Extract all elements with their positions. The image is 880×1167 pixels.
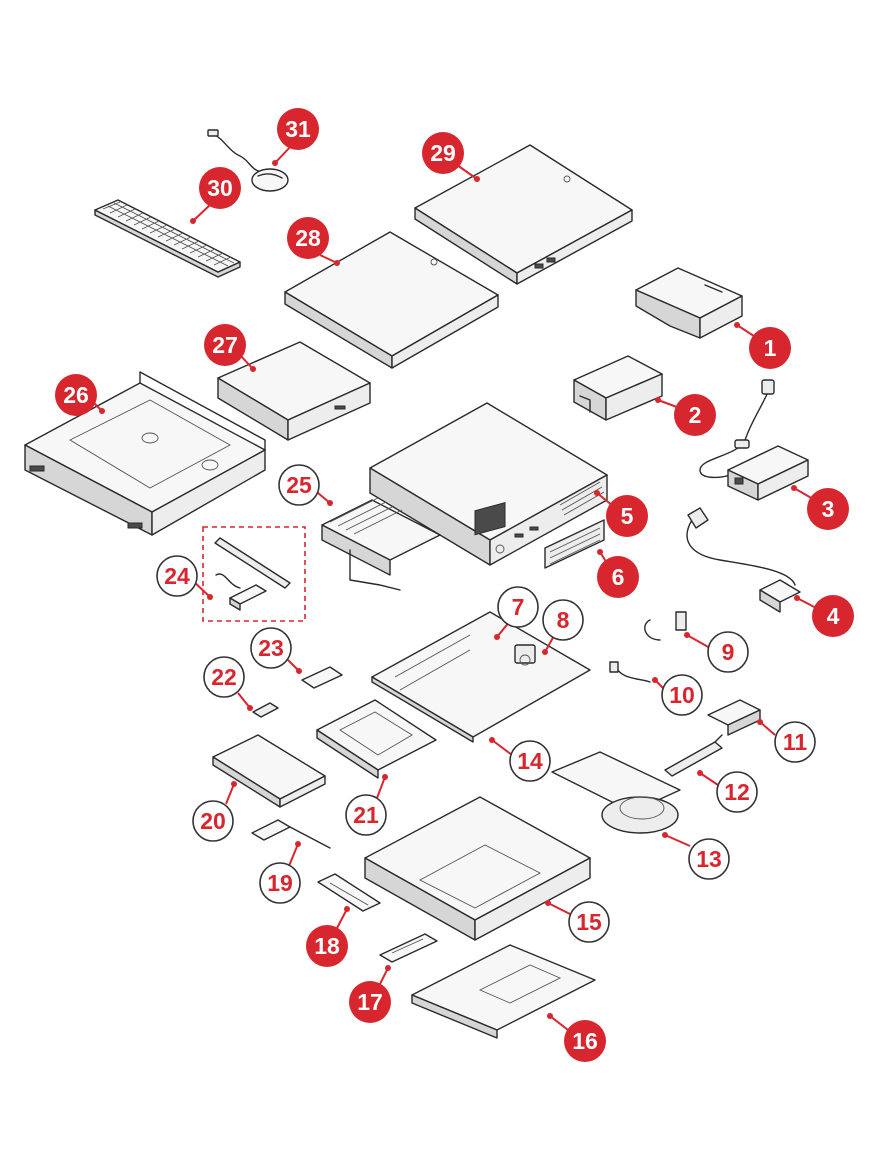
svg-text:12: 12 xyxy=(724,779,750,805)
callout-13: 13 xyxy=(688,838,730,880)
storage-drive-bracket-part xyxy=(316,699,437,779)
callout-12: 12 xyxy=(716,771,758,813)
callout-17: 17 xyxy=(349,981,391,1023)
callout-2: 2 xyxy=(674,394,716,436)
keyboard-part xyxy=(94,199,241,278)
callout-24: 24 xyxy=(156,555,198,597)
bracket-12-part xyxy=(664,734,723,777)
svg-text:28: 28 xyxy=(295,225,321,251)
power-adapter-bracket-part xyxy=(573,355,663,421)
callout-30: 30 xyxy=(199,167,241,209)
callout-15: 15 xyxy=(568,901,610,943)
callout-1: 1 xyxy=(749,327,791,369)
svg-text:20: 20 xyxy=(200,808,226,834)
computer-unit-part xyxy=(369,402,608,566)
svg-text:9: 9 xyxy=(722,639,735,665)
callout-21: 21 xyxy=(345,794,387,836)
callout-19: 19 xyxy=(259,862,301,904)
callout-badges: 1 2 3 4 5 6 7 8 9 10 11 12 13 14 15 16 1… xyxy=(55,108,854,1062)
dust-shield-part xyxy=(544,519,605,569)
svg-text:2: 2 xyxy=(689,402,702,428)
callout-9: 9 xyxy=(707,631,749,673)
svg-text:29: 29 xyxy=(430,140,456,166)
callout-31: 31 xyxy=(277,108,319,150)
cable-9-part xyxy=(644,611,687,641)
callout-20: 20 xyxy=(192,800,234,842)
callout-5: 5 xyxy=(606,495,648,537)
svg-text:14: 14 xyxy=(517,748,543,774)
callout-27: 27 xyxy=(204,324,246,366)
wifi-card-part xyxy=(301,666,343,689)
callout-28: 28 xyxy=(287,217,329,259)
svg-text:1: 1 xyxy=(764,335,777,361)
svg-text:31: 31 xyxy=(285,116,311,142)
bottom-cover-part xyxy=(411,944,596,1039)
system-fan-part xyxy=(551,751,681,834)
callout-11: 11 xyxy=(774,721,816,763)
svg-text:4: 4 xyxy=(827,603,840,629)
cable-10-part xyxy=(609,661,651,683)
svg-text:7: 7 xyxy=(512,594,525,620)
svg-text:17: 17 xyxy=(357,989,383,1015)
vertical-stand-part xyxy=(635,267,743,339)
drive-cable-part xyxy=(251,819,331,849)
svg-text:23: 23 xyxy=(258,635,284,661)
callout-3: 3 xyxy=(807,488,849,530)
power-adapter-part xyxy=(699,379,809,501)
callout-6: 6 xyxy=(597,556,639,598)
svg-text:16: 16 xyxy=(572,1028,598,1054)
power-cord-part xyxy=(686,507,801,613)
callout-23: 23 xyxy=(250,627,292,669)
storage-drive-part xyxy=(212,734,326,808)
computer-cover-b-part xyxy=(414,144,633,285)
m2-ssd-part xyxy=(317,873,381,912)
svg-text:11: 11 xyxy=(783,729,808,755)
callout-26: 26 xyxy=(55,374,97,416)
svg-text:8: 8 xyxy=(557,607,570,633)
svg-text:6: 6 xyxy=(612,564,625,590)
svg-text:25: 25 xyxy=(286,472,312,498)
svg-text:30: 30 xyxy=(207,175,233,201)
memory-module-part xyxy=(379,933,438,963)
bracket-22-part xyxy=(252,702,279,718)
callout-4: 4 xyxy=(812,595,854,637)
mouse-part xyxy=(207,129,289,192)
svg-text:21: 21 xyxy=(353,802,379,828)
base-chassis-part xyxy=(24,371,266,536)
speaker-part xyxy=(707,699,761,736)
callout-18: 18 xyxy=(306,925,348,967)
callout-7: 7 xyxy=(497,586,539,628)
svg-text:24: 24 xyxy=(164,563,190,589)
callout-25: 25 xyxy=(278,464,320,506)
svg-text:15: 15 xyxy=(576,909,602,935)
callout-29: 29 xyxy=(422,132,464,174)
bottom-chassis-part xyxy=(364,796,591,941)
wifi-antenna-part xyxy=(202,526,306,622)
svg-text:26: 26 xyxy=(63,382,89,408)
svg-text:5: 5 xyxy=(621,503,634,529)
optical-drive-part xyxy=(217,341,371,441)
heat-sink-part xyxy=(321,497,441,591)
svg-text:13: 13 xyxy=(696,846,722,872)
callout-8: 8 xyxy=(542,599,584,641)
svg-text:3: 3 xyxy=(822,496,835,522)
svg-text:27: 27 xyxy=(212,332,238,358)
callout-10: 10 xyxy=(661,674,703,716)
callout-16: 16 xyxy=(564,1020,606,1062)
svg-text:10: 10 xyxy=(669,682,695,708)
svg-text:19: 19 xyxy=(267,870,293,896)
callout-14: 14 xyxy=(509,740,551,782)
svg-text:22: 22 xyxy=(211,664,237,690)
svg-text:18: 18 xyxy=(314,933,340,959)
system-board-part xyxy=(371,502,591,743)
leader-lines xyxy=(88,144,821,1031)
callout-22: 22 xyxy=(203,656,245,698)
